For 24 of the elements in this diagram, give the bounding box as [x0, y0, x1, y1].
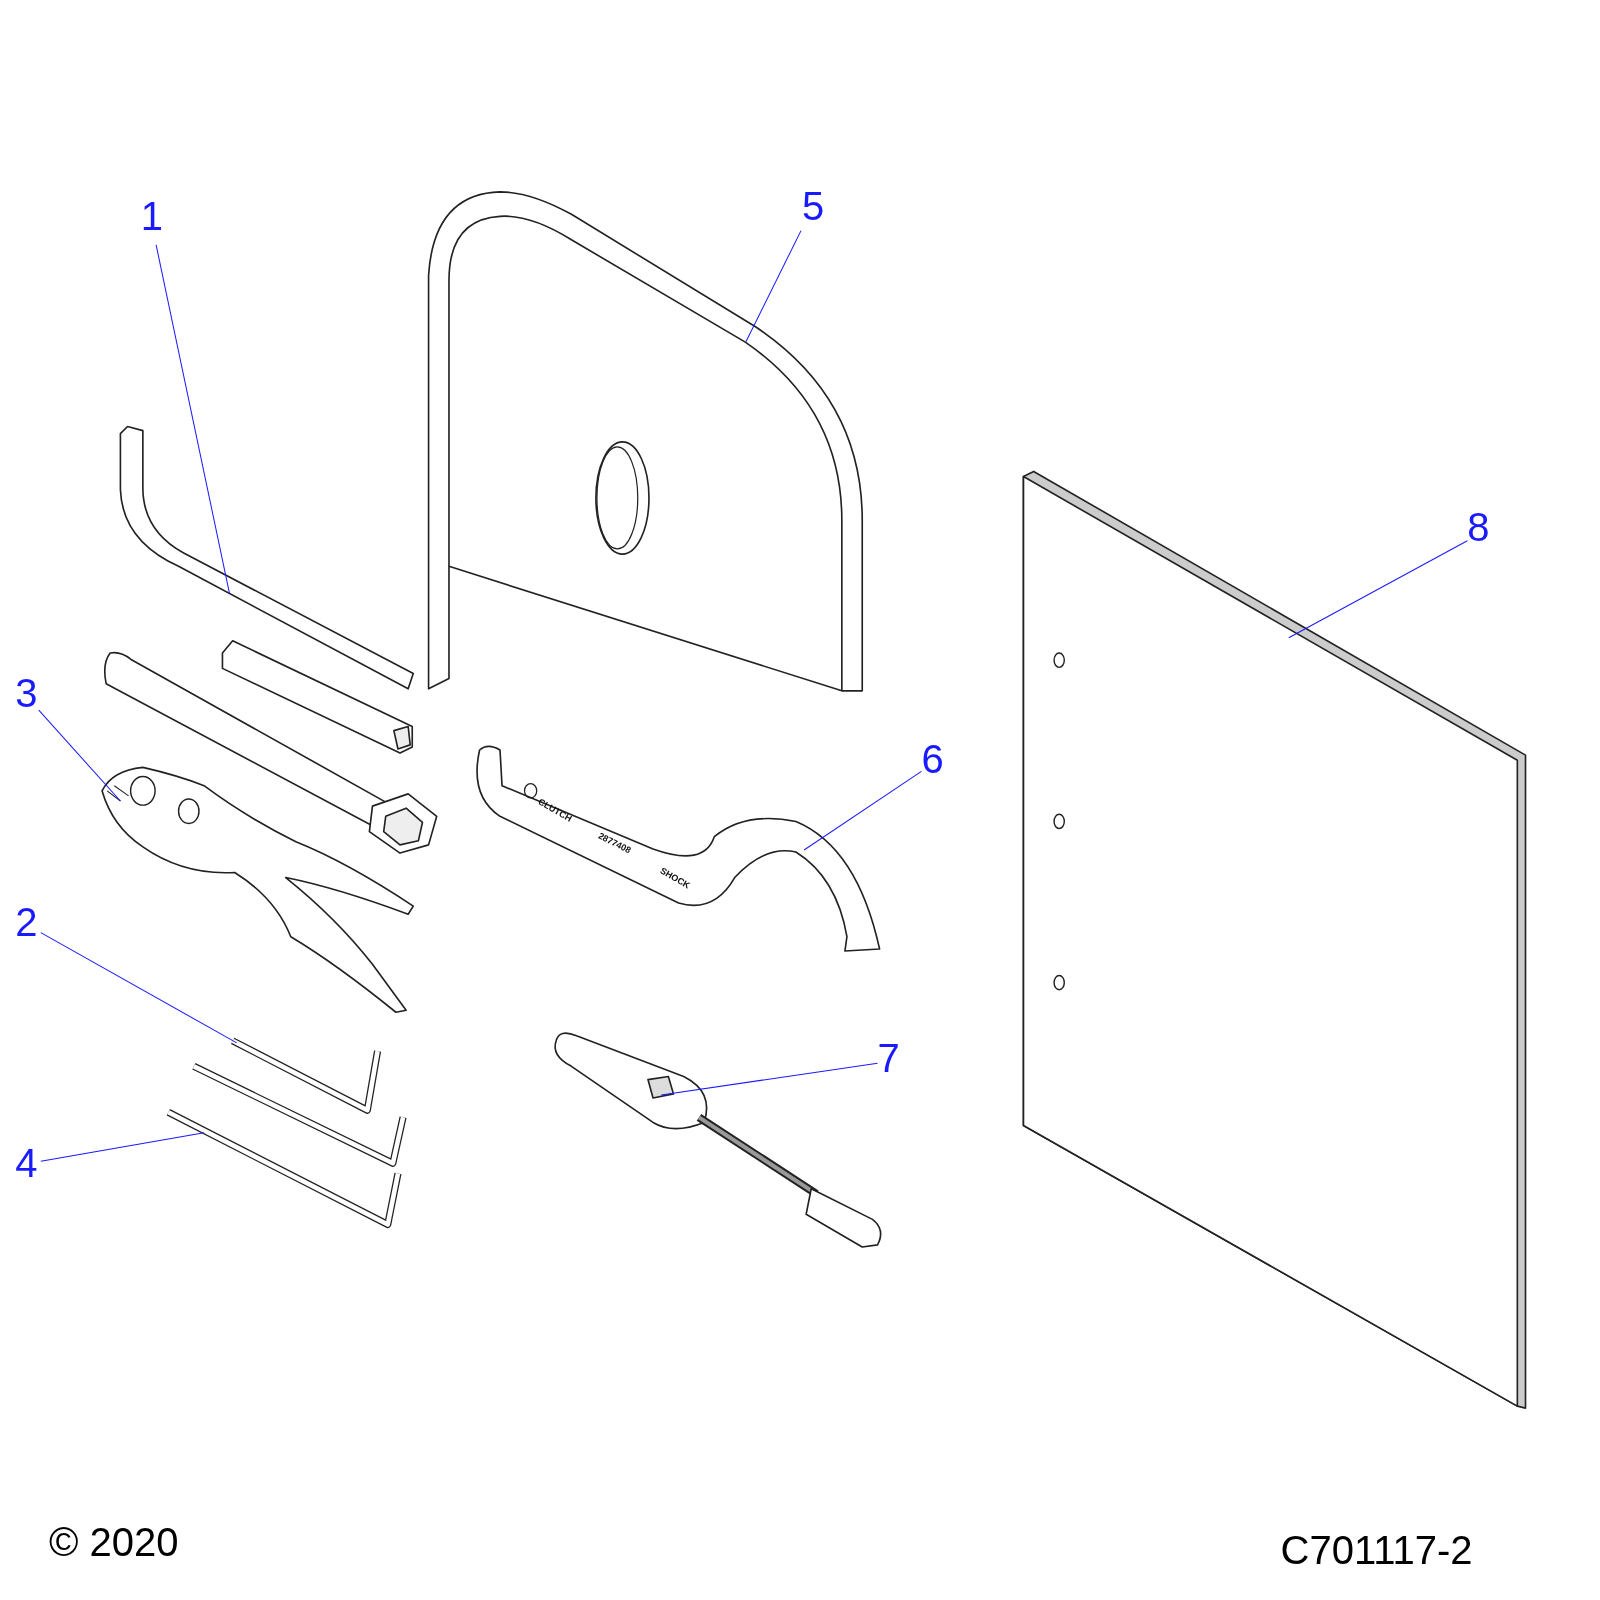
callout-number: 4 [15, 1142, 38, 1183]
callout-number: 8 [1467, 507, 1490, 548]
torx-key-drawing [166, 1109, 402, 1229]
leader-line [803, 770, 922, 851]
leader-line [1288, 540, 1468, 639]
board-drawing [1022, 470, 1527, 1409]
spanner-wrench-drawing [476, 745, 881, 952]
torx-key-drawing [231, 1037, 382, 1114]
callout-number: 6 [921, 738, 944, 779]
callout-number: 2 [15, 902, 38, 943]
callout-number: 1 [140, 195, 164, 236]
leader-line [745, 230, 802, 343]
copyright-notice: © 2020 [48, 1520, 179, 1565]
leader-line [155, 244, 231, 595]
callout-number: 5 [802, 185, 825, 226]
leader-line [40, 1132, 205, 1162]
pliers-drawing [101, 766, 415, 1014]
callout-number: 7 [877, 1037, 900, 1078]
leader-line [660, 1062, 879, 1096]
leader-line [40, 932, 238, 1044]
leader-line [38, 709, 121, 802]
handle-drawing [427, 191, 864, 692]
drawing-number: C701117-2 [1280, 1527, 1473, 1572]
callout-number: 3 [15, 673, 38, 714]
